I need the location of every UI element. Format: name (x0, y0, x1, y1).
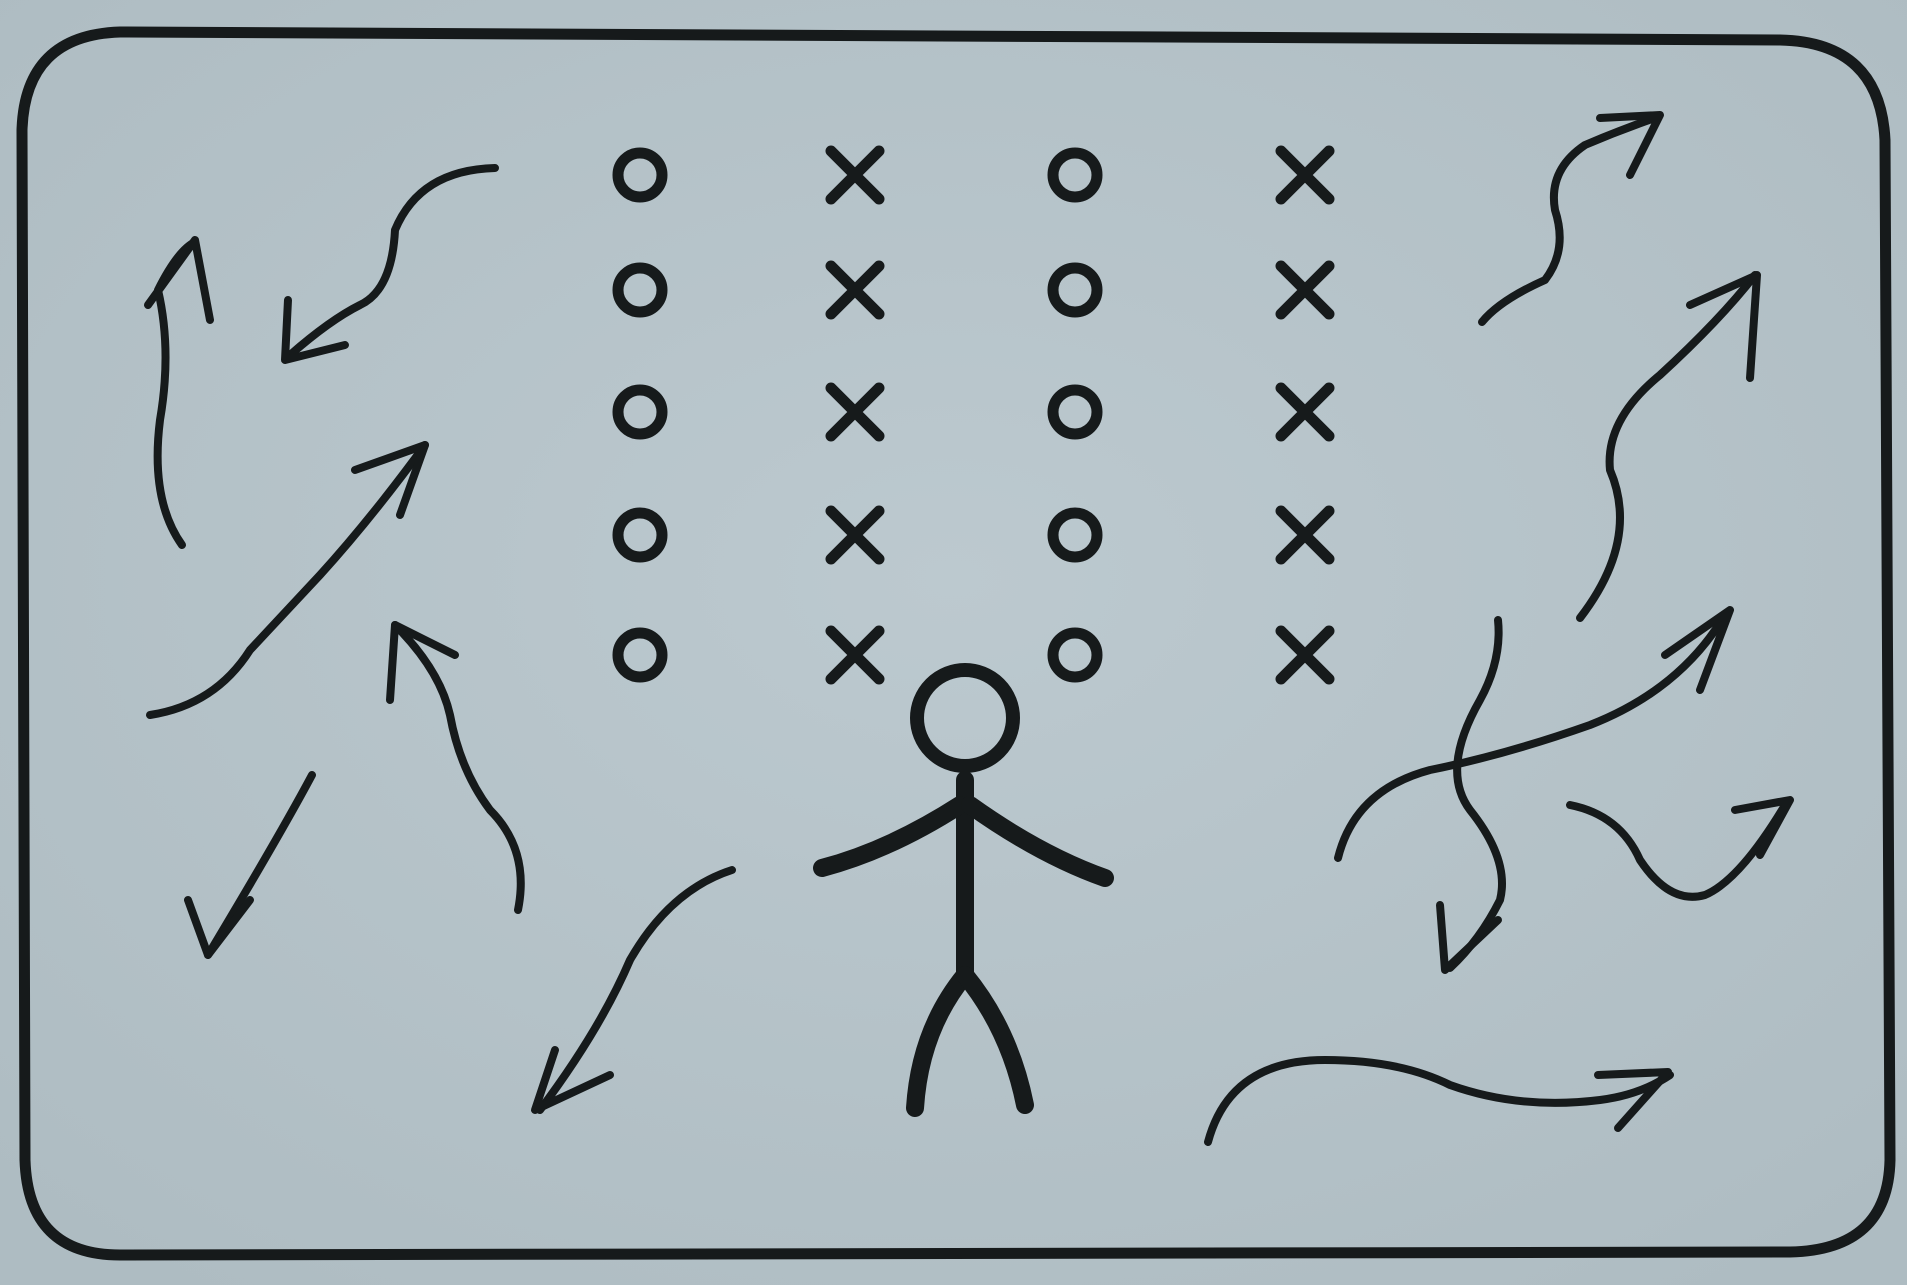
play-diagram (0, 0, 1907, 1285)
